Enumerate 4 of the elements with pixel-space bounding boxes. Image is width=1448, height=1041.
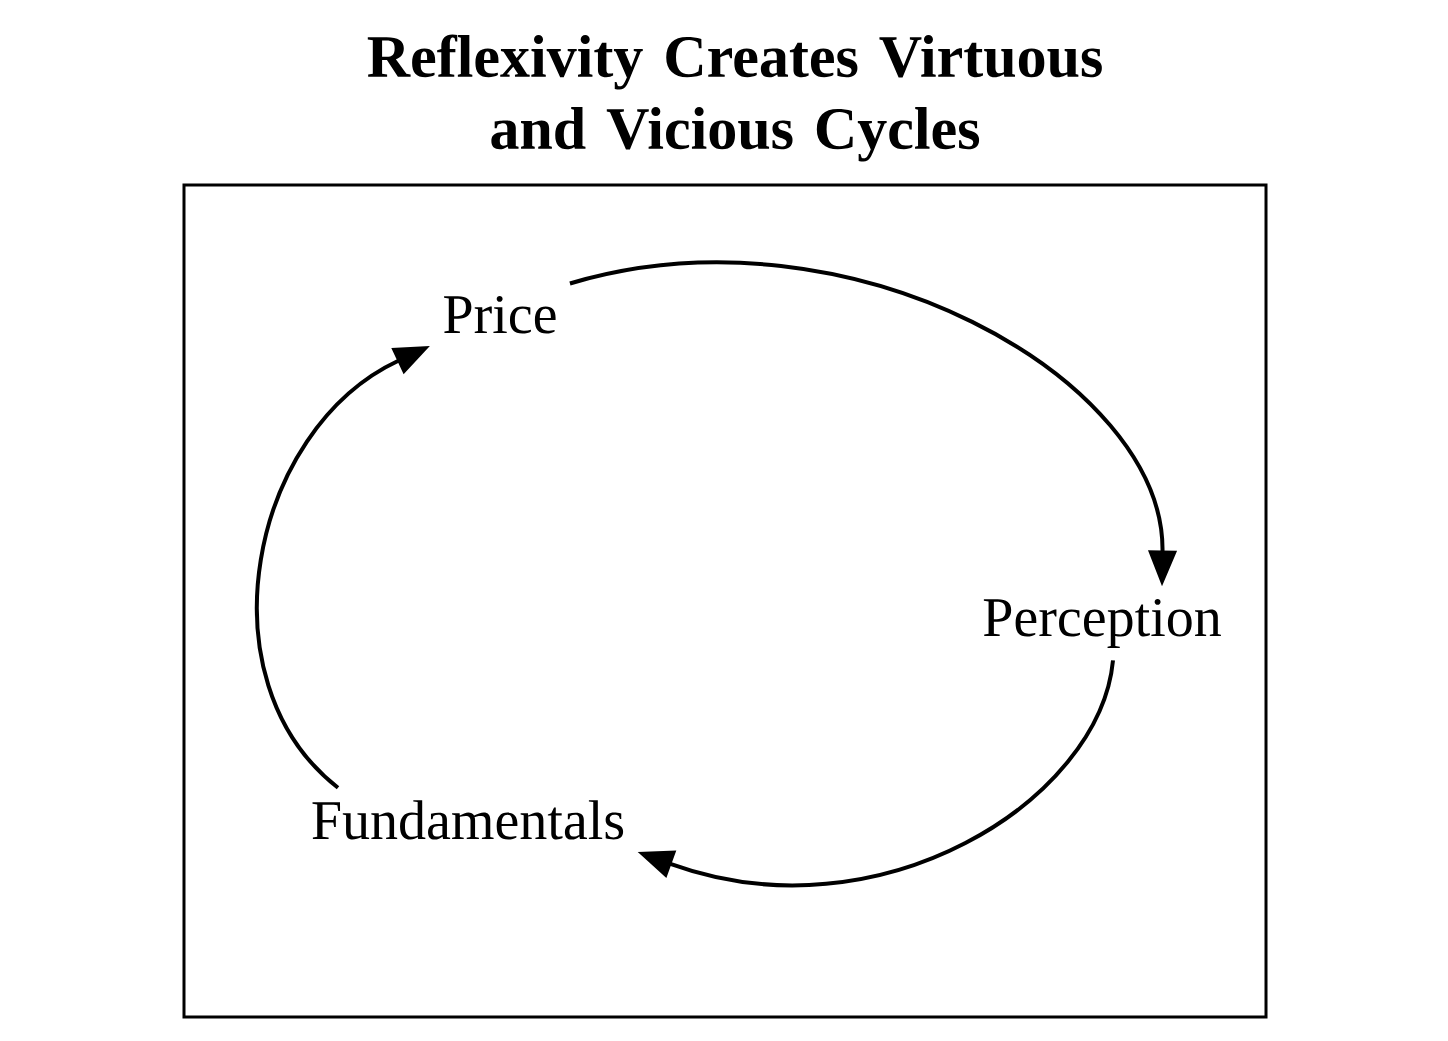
title: Reflexivity Creates Virtuous and Vicious Cycles	[367, 34, 1102, 162]
node-label: Price	[444, 295, 556, 334]
node-label: Fundamentals	[312, 800, 624, 840]
node-label: Perception	[983, 598, 1221, 648]
